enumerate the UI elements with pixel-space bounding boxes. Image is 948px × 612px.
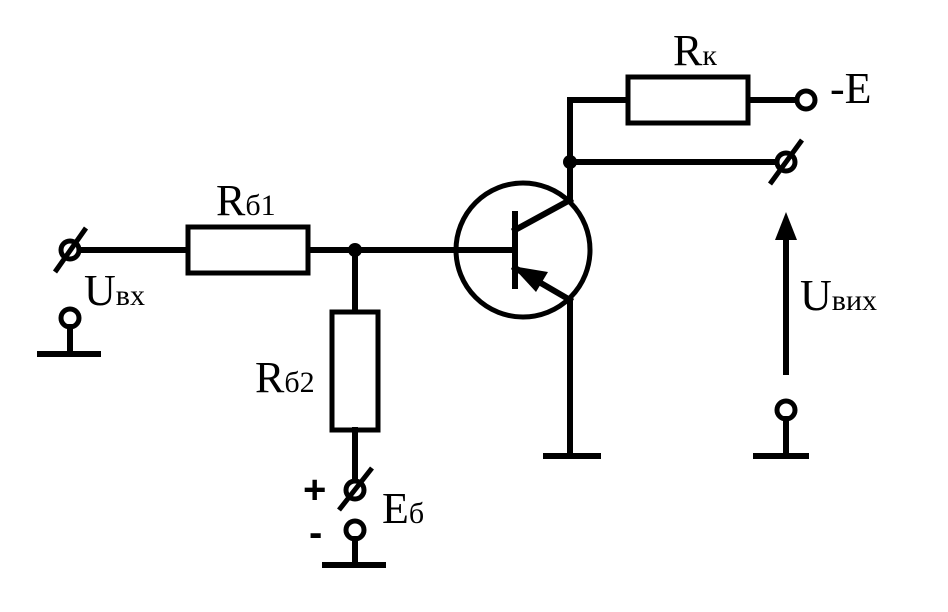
eb-minus-terminal bbox=[322, 518, 386, 568]
collector-wire bbox=[567, 97, 800, 203]
label-rk: Rк bbox=[673, 26, 717, 75]
label-rb1: Rб1 bbox=[216, 176, 276, 225]
output-voltage-arrow bbox=[775, 212, 797, 375]
resistor-rb2 bbox=[329, 309, 381, 433]
label-plus: + bbox=[303, 468, 326, 512]
rb2-branch bbox=[329, 247, 381, 483]
transistor-body bbox=[453, 180, 593, 320]
label-minus: - bbox=[309, 511, 322, 555]
input-terminal-top bbox=[52, 226, 89, 274]
label-uout: Uвих bbox=[800, 271, 877, 320]
label-uin: Uвх bbox=[84, 266, 145, 315]
transistor-collector-lead bbox=[510, 195, 575, 235]
transistor-pnp bbox=[453, 180, 593, 320]
eb-plus-terminal bbox=[337, 466, 374, 512]
resistor-rk bbox=[625, 74, 751, 126]
label-minus-e: -E bbox=[830, 64, 872, 113]
emitter-arrow bbox=[512, 266, 548, 292]
minus-e-terminal bbox=[794, 88, 818, 112]
input-ground-terminal bbox=[37, 306, 101, 357]
resistor-rb1 bbox=[185, 224, 311, 276]
output-terminal-top bbox=[767, 138, 805, 186]
label-rb2: Rб2 bbox=[255, 353, 315, 402]
output-ground-terminal bbox=[753, 398, 809, 459]
collector-junction-dot bbox=[563, 155, 577, 169]
label-eb: Eб bbox=[382, 484, 424, 533]
emitter-ground bbox=[543, 297, 601, 459]
